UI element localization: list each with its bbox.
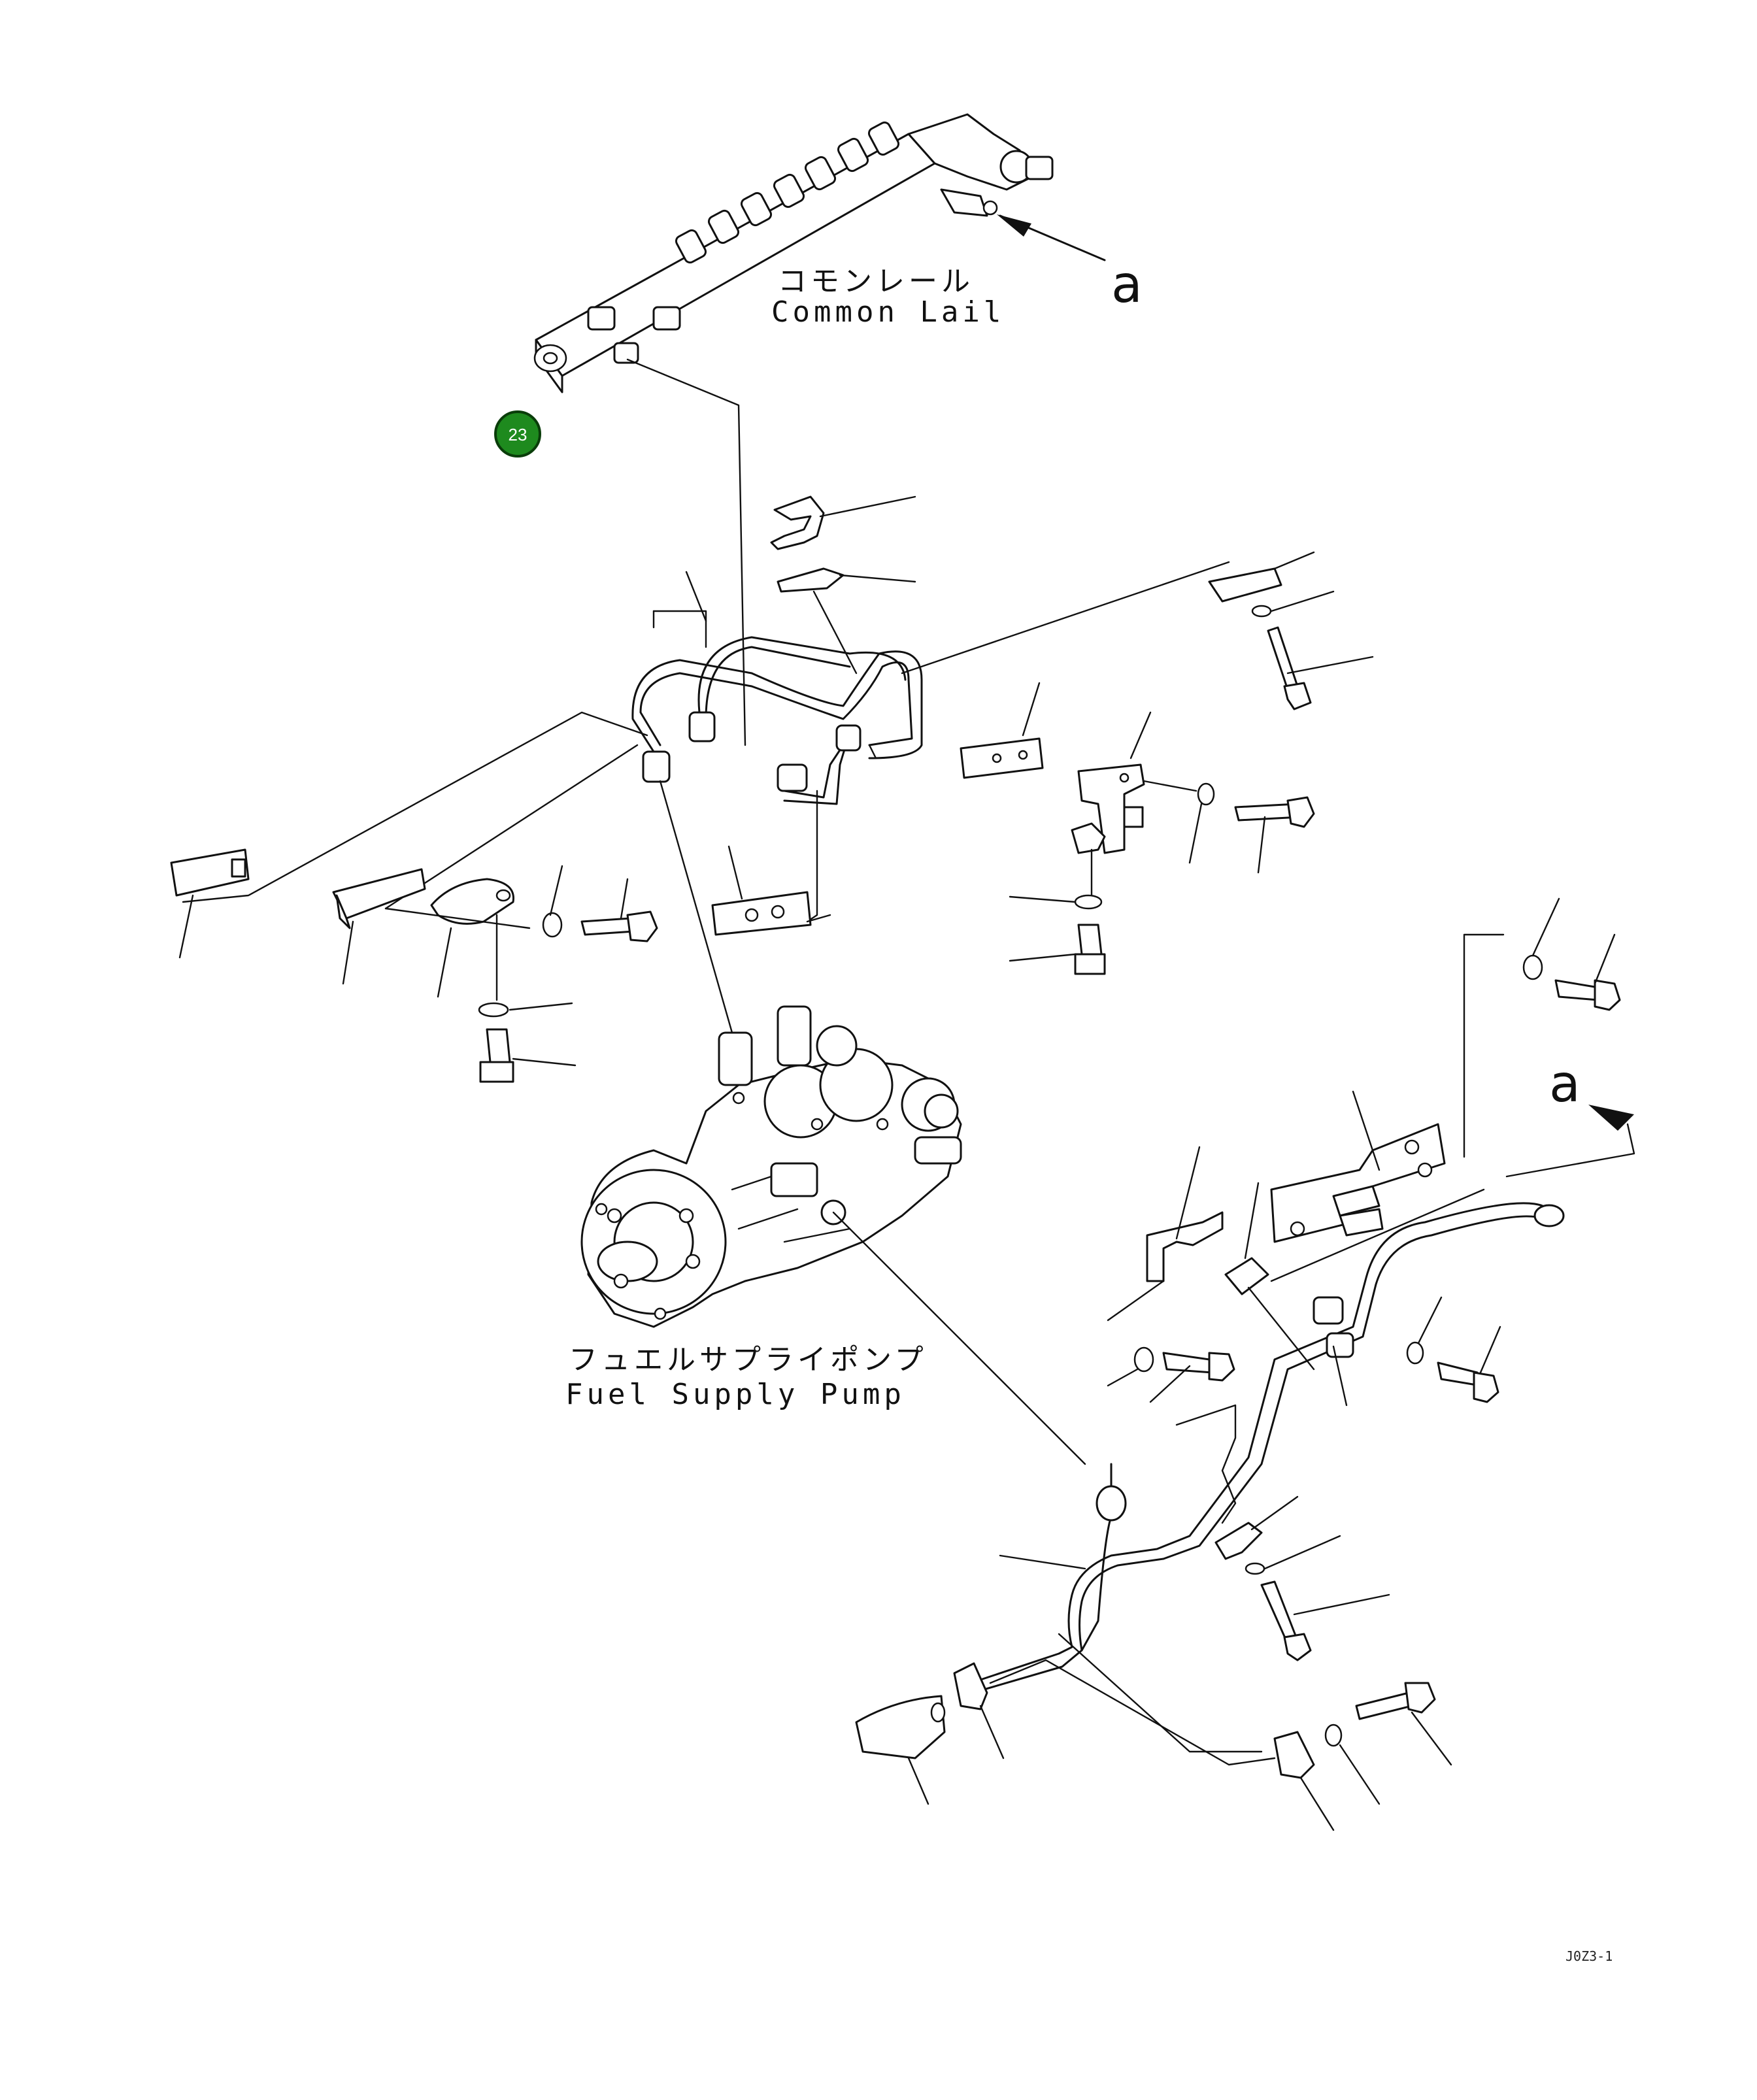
bracket-right-small	[1107, 1146, 1485, 1403]
right-upper-fasteners	[1463, 897, 1621, 1158]
bracket-mid	[1071, 711, 1315, 874]
common-rail	[533, 113, 1054, 746]
return-pipe	[979, 1202, 1565, 1753]
mid-bracket-fasteners	[1009, 848, 1106, 975]
ref-arrow-right	[1505, 1105, 1635, 1178]
drawing-code: J0Z3-1	[1565, 1948, 1613, 1964]
callout-number: 23	[509, 425, 527, 444]
callout-23[interactable]: 23	[494, 410, 541, 458]
fuel-supply-pump	[580, 1005, 1086, 1465]
common-rail-label-en: Common Lail	[771, 295, 1005, 329]
pump-label-jp: フュエルサプライポンプ	[569, 1343, 928, 1376]
callout-badge[interactable]	[494, 410, 541, 458]
clamp-upper-2	[777, 567, 916, 675]
clamp-block-lower	[711, 845, 831, 936]
ref-label-a-top: a	[1111, 256, 1143, 314]
pump-label-en: Fuel Supply Pump	[565, 1378, 905, 1411]
clamp-right-top	[901, 551, 1374, 710]
high-pressure-pipes	[631, 636, 923, 805]
left-clips	[170, 711, 658, 1083]
lower-clamp-bolt	[1175, 1404, 1390, 1661]
clamp-upper-1	[770, 495, 916, 550]
common-rail-label-jp: コモンレール	[778, 265, 974, 298]
ref-label-a-right: a	[1549, 1055, 1581, 1114]
ref-arrow-top	[997, 214, 1106, 261]
bottom-parts	[855, 1659, 1452, 1831]
bracket-plate-right	[1270, 1090, 1446, 1243]
clamp-block-mid	[960, 682, 1044, 779]
